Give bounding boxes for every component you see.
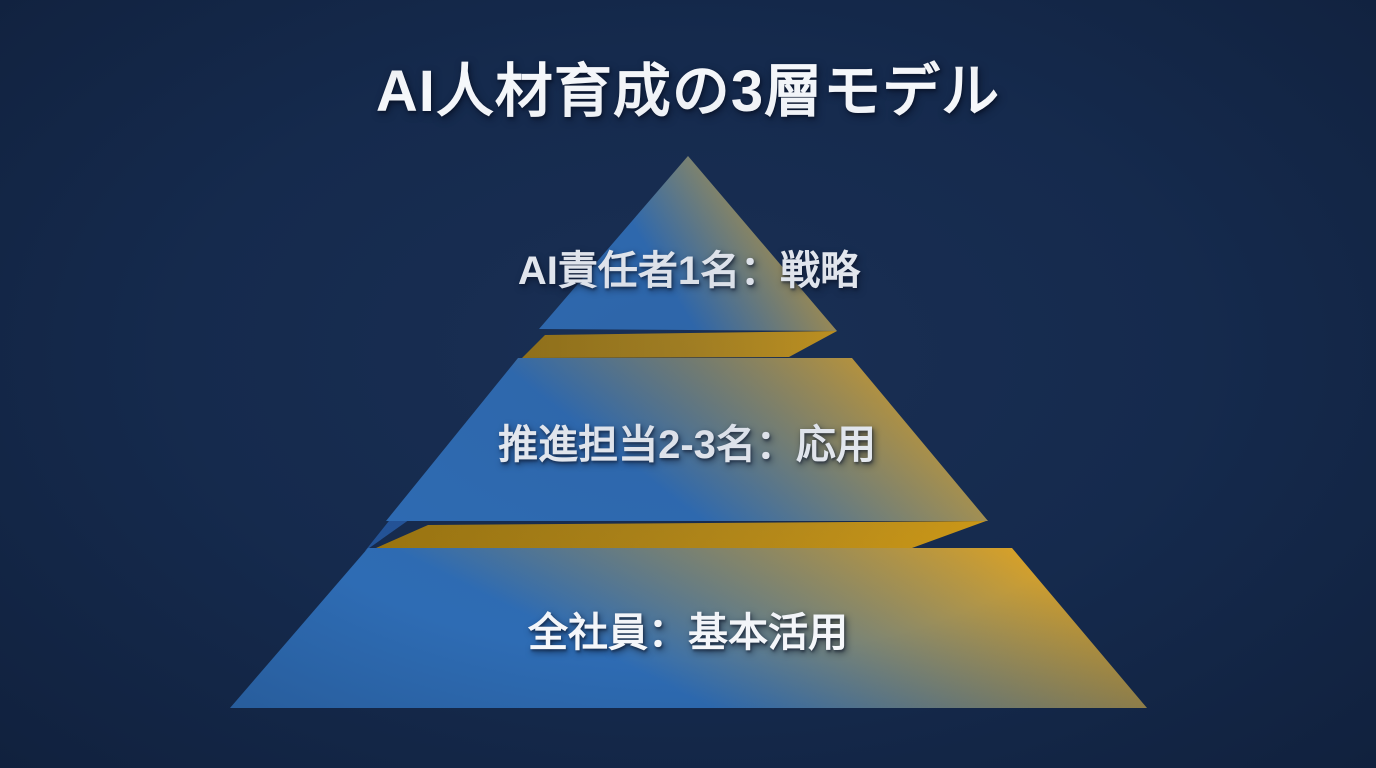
pyramid-bottom-face [230,548,1147,708]
pyramid-top-underside [522,331,837,358]
pyramid-top-face [539,156,837,331]
pyramid-level-label-middle: 推進担当2-3名：応用 [498,423,876,467]
pyramid-level-label-bottom: 全社員：基本活用 [528,611,848,655]
pyramid-middle-face [386,358,988,521]
pyramid-middle-underside [376,521,986,548]
page-title: AI人材育成の3層モデル [375,59,1001,124]
pyramid-level-label-top: AI責任者1名：戦略 [517,249,861,293]
